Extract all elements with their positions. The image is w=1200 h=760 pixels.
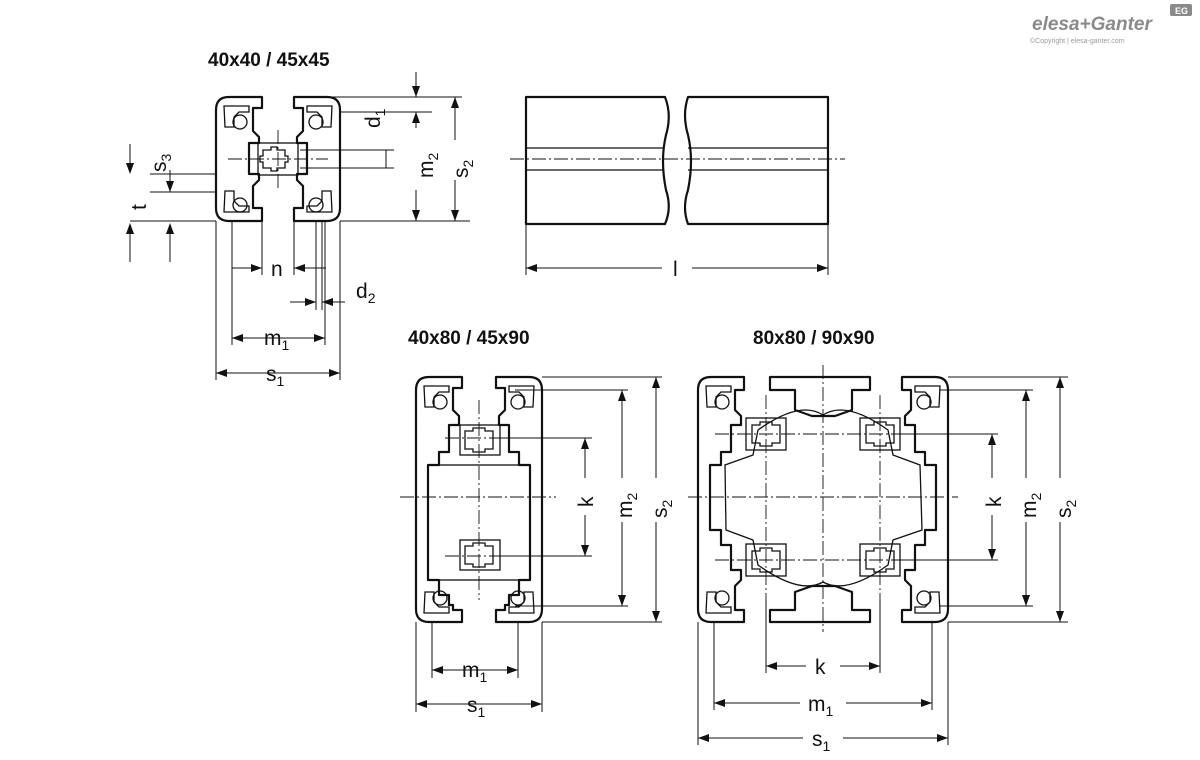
profile-80x80 bbox=[688, 365, 958, 632]
label-m1-small: m1 bbox=[264, 327, 290, 353]
side-view: l bbox=[510, 95, 845, 281]
dims-40x40: d1 m2 s2 s3 t bbox=[126, 72, 476, 389]
brand-logo: elesa+Ganter EG ©Copyright | elesa-gante… bbox=[1030, 4, 1192, 45]
label-d2: d2 bbox=[356, 280, 376, 306]
label-s2-small: s2 bbox=[450, 160, 476, 179]
label-t: t bbox=[128, 204, 151, 210]
label-n: n bbox=[271, 258, 283, 281]
title-80x80: 80x80 / 90x90 bbox=[753, 328, 875, 349]
label-s1-medium: s1 bbox=[467, 694, 486, 720]
title-40x80: 40x80 / 45x90 bbox=[408, 328, 530, 349]
label-s2-large: s2 bbox=[1053, 500, 1079, 519]
label-m2-small: m2 bbox=[415, 153, 441, 179]
label-k-large-horizontal: k bbox=[815, 656, 826, 679]
brand-name: elesa+Ganter bbox=[1032, 14, 1153, 35]
label-l: l bbox=[673, 258, 678, 281]
brand-badge: EG bbox=[1175, 6, 1188, 16]
title-40x40: 40x40 / 45x45 bbox=[208, 50, 330, 71]
profile-40x40 bbox=[214, 95, 342, 223]
label-k-large-vertical: k bbox=[983, 496, 1006, 507]
label-m2-medium: m2 bbox=[614, 493, 640, 519]
label-d1: d1 bbox=[362, 108, 388, 128]
brand-badge-box bbox=[1170, 4, 1192, 16]
label-s2-medium: s2 bbox=[649, 500, 675, 519]
dims-80x80: k m2 s2 k m1 s1 bbox=[697, 376, 1079, 754]
profile-40x80 bbox=[400, 375, 556, 624]
label-m1-large: m1 bbox=[808, 693, 834, 719]
copyright-text: ©Copyright | elesa-ganter.com bbox=[1030, 37, 1125, 45]
label-s1-small: s1 bbox=[266, 363, 285, 389]
label-m2-large: m2 bbox=[1018, 493, 1044, 519]
dims-40x80: k m2 s2 m1 s1 bbox=[415, 376, 675, 720]
label-s1-large: s1 bbox=[812, 728, 831, 754]
label-m1-medium: m1 bbox=[462, 659, 488, 685]
label-s3: s3 bbox=[148, 154, 174, 173]
label-k-medium: k bbox=[575, 496, 598, 507]
